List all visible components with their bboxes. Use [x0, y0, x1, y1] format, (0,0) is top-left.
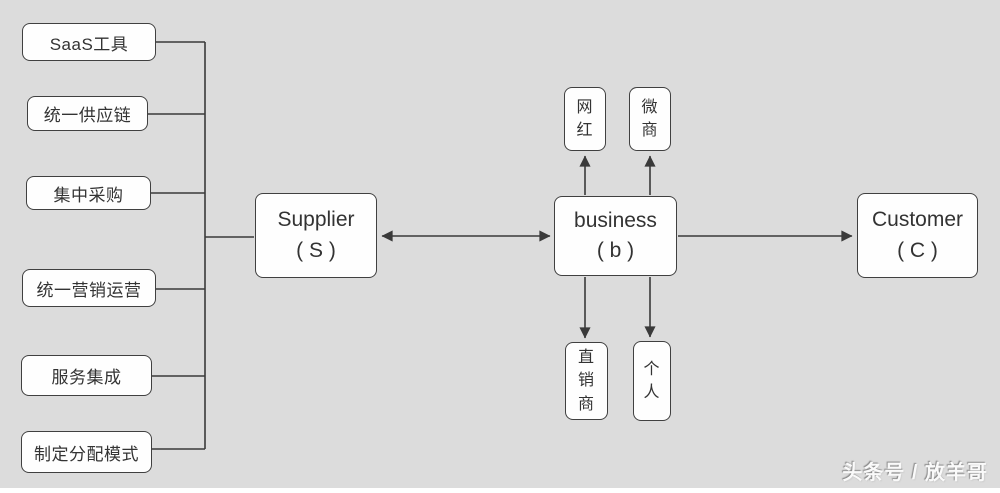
micro-merchant-box: 微 商 [629, 87, 671, 151]
customer-title: Customer [871, 208, 964, 232]
service-integration-box: 服务集成 [21, 355, 152, 396]
internet-celebrity-box: 网 红 [564, 87, 606, 151]
supplier-subtitle: ( S ) [296, 238, 336, 262]
distribution-model-box: 制定分配模式 [21, 431, 152, 473]
customer-node: Customer ( C ) [857, 193, 978, 278]
supplier-title: Supplier [277, 208, 355, 232]
individual-box: 个 人 [633, 341, 671, 421]
unified-marketing-box: 统一营销运营 [22, 269, 156, 307]
watermark: 头条号 / 放羊哥 [842, 462, 988, 484]
business-node: business ( b ) [554, 196, 677, 276]
customer-subtitle: ( C ) [897, 238, 938, 262]
direct-seller-box: 直 销 商 [565, 342, 608, 420]
centralized-procurement-box: 集中采购 [26, 176, 151, 210]
business-title: business [574, 208, 657, 232]
unified-supply-chain-box: 统一供应链 [27, 96, 148, 131]
business-subtitle: ( b ) [596, 239, 635, 262]
saas-tools-box: SaaS工具 [22, 23, 156, 61]
bottom-white-strip [0, 488, 1000, 493]
supplier-node: Supplier ( S ) [255, 193, 377, 278]
